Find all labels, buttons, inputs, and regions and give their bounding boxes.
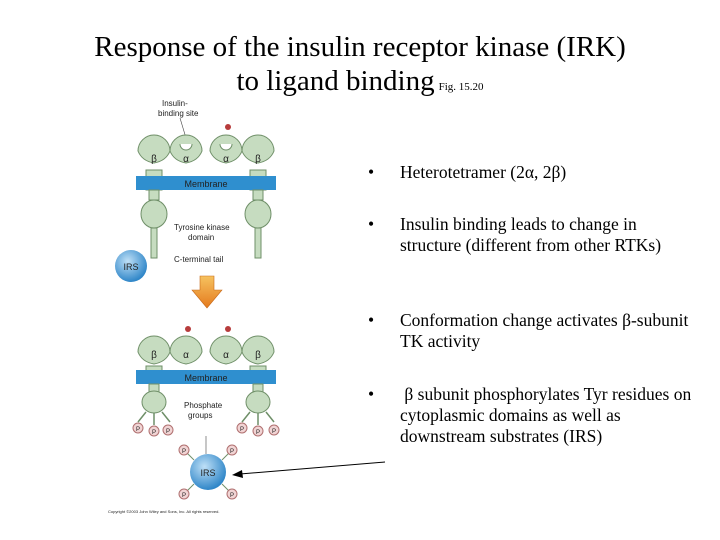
tyrosine-kinase-domains-bottom: [137, 383, 275, 425]
phosphate-label-2: groups: [188, 411, 212, 420]
irs-phosphates: P P P P: [178, 444, 238, 500]
beta-label-top-right: β: [255, 154, 261, 165]
insulin-molecule-bound-2: [225, 326, 231, 332]
bullet-text: Heterotetramer (2α, 2β): [400, 162, 567, 182]
svg-text:P: P: [256, 430, 260, 436]
insulin-site-label-1: Insulin-: [162, 99, 188, 108]
alpha-label-top-right: α: [223, 154, 229, 165]
beta-label-top-left: β: [151, 154, 157, 165]
svg-text:P: P: [166, 429, 170, 435]
svg-text:P: P: [182, 493, 186, 499]
tyrosine-kinase-domains-top: [140, 189, 272, 259]
insulin-molecule: [225, 124, 231, 130]
insulin-site-label-2: binding site: [158, 109, 199, 118]
receptor-extracellular-top: [137, 134, 275, 164]
irs-bottom: [190, 454, 226, 490]
tk-domain-label-2: domain: [188, 233, 214, 242]
bullet-text: Insulin binding leads to change in struc…: [400, 214, 662, 255]
irs-top: [115, 250, 147, 282]
svg-text:P: P: [272, 429, 276, 435]
beta-label-bottom-left: β: [151, 350, 157, 361]
phosphate-label-1: Phosphate: [184, 401, 223, 410]
figure-reference: Fig. 15.20: [438, 81, 484, 93]
svg-text:P: P: [182, 449, 186, 455]
transition-arrow: [191, 275, 223, 309]
copyright-notice: Copyright ©2003 John Wiley and Sons, Inc…: [108, 509, 219, 514]
svg-text:P: P: [136, 427, 140, 433]
pointer-arrow-line: [239, 461, 386, 475]
alpha-label-bottom-right: α: [223, 350, 229, 361]
irk-diagram: Insulin- binding site β α α β Membrane T…: [108, 99, 280, 514]
alpha-label-top-left: α: [183, 154, 189, 165]
c-terminal-tail-label: C-terminal tail: [174, 255, 224, 264]
svg-text:P: P: [230, 493, 234, 499]
membrane-bottom: [136, 370, 276, 384]
svg-text:P: P: [230, 449, 234, 455]
tk-domain-label-1: Tyrosine kinase: [174, 223, 230, 232]
bullet-text: Conformation change activates β-subunit …: [400, 310, 689, 351]
receptor-extracellular-bottom: [137, 335, 275, 365]
beta-label-bottom-right: β: [255, 350, 261, 361]
alpha-label-bottom-left: α: [183, 350, 189, 361]
membrane-label-top: Membrane: [184, 179, 227, 189]
insulin-molecule-bound-1: [185, 326, 191, 332]
membrane-top: [136, 176, 276, 190]
svg-text:P: P: [240, 427, 244, 433]
irs-label-bottom: IRS: [200, 468, 215, 478]
title-line-2-text: to ligand binding: [236, 65, 435, 97]
phosphate-groups: P P P P P P: [132, 422, 280, 437]
bullet-text: β subunit phosphorylates Tyr residues on…: [400, 384, 696, 446]
pointer-arrow-head: [232, 470, 243, 478]
slide-title-line-1: Response of the insulin receptor kinase …: [94, 31, 626, 63]
membrane-label-bottom: Membrane: [184, 373, 227, 383]
svg-text:P: P: [152, 430, 156, 436]
irs-label-top: IRS: [123, 262, 138, 272]
